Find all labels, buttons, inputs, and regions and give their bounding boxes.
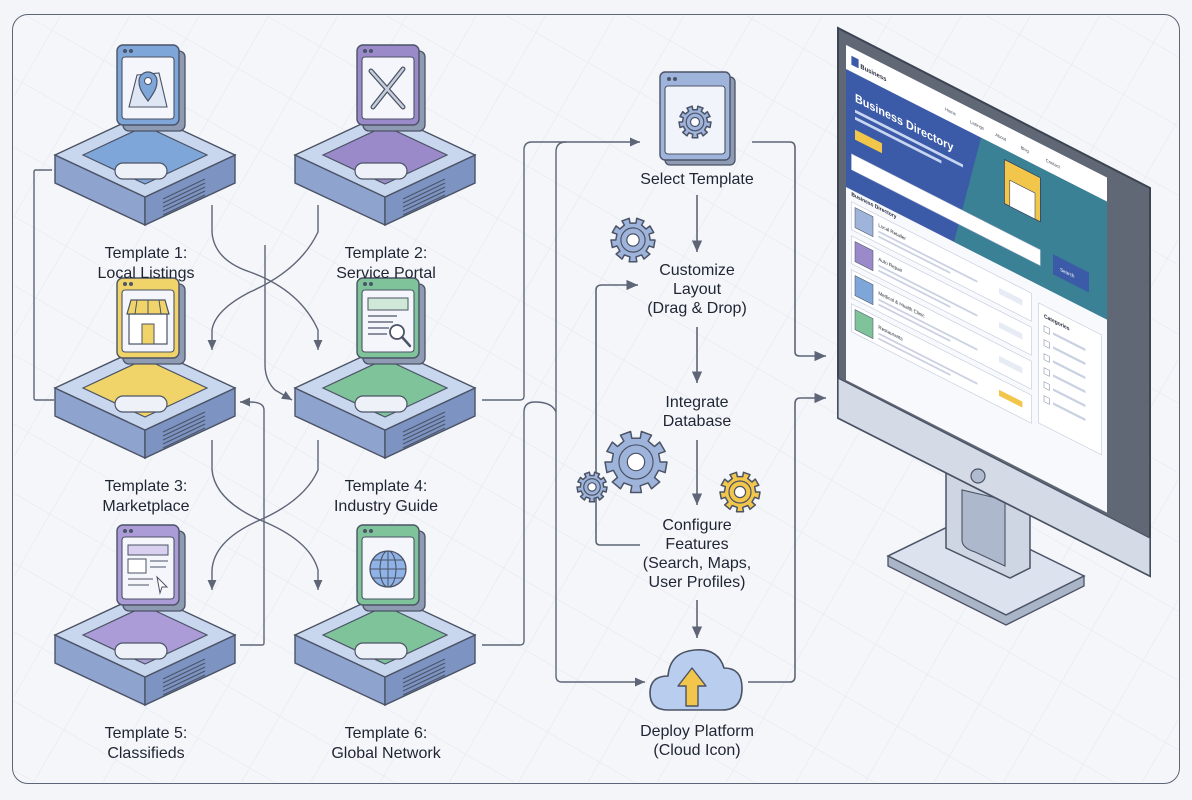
step-deploy-platform: Deploy Platform (Cloud Icon) (597, 722, 797, 760)
template-2-label: Template 2: Service Portal (286, 244, 486, 284)
step-integrate-line-1: Integrate (665, 394, 729, 411)
template-6-box (293, 524, 477, 707)
connector-t5-t3 (240, 397, 265, 646)
monitor-chin (837, 376, 1151, 578)
template-box-slot (354, 642, 408, 660)
template-2-number: Template 2: (344, 245, 428, 262)
listing-thumb (854, 275, 874, 306)
template-4-label: Template 4: Industry Guide (286, 477, 486, 517)
step-configure-line-2: Features (665, 536, 729, 553)
template-4-box (293, 277, 477, 460)
screen-nav-item: Blog (1021, 145, 1030, 154)
step-select-template: Select Template (597, 170, 797, 189)
template-1-label: Template 1: Local Listings (46, 244, 246, 284)
screen-nav-item: Home (945, 106, 956, 117)
template-box-slot (114, 395, 168, 413)
connector-t4-t5 (207, 440, 319, 590)
wrench-screwdriver-icon (356, 44, 426, 132)
template-2-name: Service Portal (336, 265, 436, 282)
template-1-name: Local Listings (97, 265, 195, 282)
step-customize-line-1: Customize (659, 262, 735, 279)
document-search-icon (356, 277, 426, 365)
template-5-box (53, 524, 237, 707)
template-1-box (53, 44, 237, 227)
connector-t1-t4 (211, 205, 323, 350)
template-3-box (53, 277, 237, 460)
step-configure-features: Configure Features (Search, Maps, User P… (597, 516, 797, 592)
template-4-number: Template 4: (344, 478, 428, 495)
template-6-name: Global Network (331, 745, 441, 762)
brand-logo-icon (851, 55, 859, 69)
connector-t4-select (482, 137, 640, 401)
connector-t6-deploy (482, 401, 645, 687)
screen-search-bar (851, 153, 1041, 267)
template-5-label: Template 5: Classifieds (46, 724, 246, 764)
listing-card: Auto Repair (851, 235, 1032, 356)
step-integrate-line-2: Database (662, 413, 732, 430)
gears-icon (604, 430, 668, 494)
cloud-upload-icon (649, 649, 743, 711)
template-box-slot (354, 162, 408, 180)
template-6-label: Template 6: Global Network (286, 724, 486, 764)
listing-card: Local Retailer (851, 201, 1032, 322)
template-5-number: Template 5: (104, 725, 188, 742)
template-box-slot (354, 395, 408, 413)
template-2-box (293, 44, 477, 227)
template-5-name: Classifieds (107, 745, 185, 762)
step-configure-line-1: Configure (662, 517, 732, 534)
power-button (970, 468, 986, 484)
template-connectors (33, 137, 645, 687)
connector-t1-t4-side (264, 245, 293, 401)
template-4-name: Industry Guide (333, 498, 439, 515)
window-gear-icon (678, 105, 712, 139)
hero-search-button (1053, 254, 1090, 293)
step-deploy-line-2: (Cloud Icon) (653, 742, 741, 759)
listing-thumb (854, 207, 874, 238)
small-gear-icon (576, 471, 608, 503)
template-3-name: Marketplace (102, 498, 190, 515)
template-box-slot (114, 162, 168, 180)
step-customize-line-2: Layout (672, 281, 722, 298)
storefront-icon (116, 277, 186, 365)
template-6-number: Template 6: (344, 725, 428, 742)
globe-icon (356, 524, 426, 612)
step-configure-line-3: (Search, Maps, (642, 555, 752, 572)
connector-t1-t3 (33, 169, 54, 401)
step-deploy-line-1: Deploy Platform (640, 723, 754, 740)
connector-t2-t3 (207, 205, 319, 350)
listing-card: Medical & Health Clinic (851, 269, 1032, 390)
template-3-number: Template 3: (104, 478, 188, 495)
screen-sidebar: Categories (1038, 302, 1102, 456)
listing-card: Restaurants (851, 303, 1032, 424)
yellow-gear-icon (719, 471, 761, 513)
template-3-label: Template 3: Marketplace (46, 477, 246, 517)
step-customize-layout: Customize Layout (Drag & Drop) (597, 261, 797, 318)
screen-navbar (846, 45, 1108, 202)
gear-icon (610, 217, 656, 263)
step-customize-line-3: (Drag & Drop) (647, 300, 747, 317)
connector-branch (555, 141, 567, 412)
flow-arrows (595, 141, 826, 683)
settings-window-icon (659, 71, 736, 166)
template-box-slot (114, 642, 168, 660)
hero-cta (855, 129, 883, 154)
template-1-number: Template 1: (104, 245, 188, 262)
listing-thumb (854, 241, 874, 272)
screen-nav-item: About (995, 132, 1006, 143)
map-pin-icon (116, 44, 186, 132)
step-integrate-database: Integrate Database (597, 393, 797, 431)
step-select-line-1: Select Template (640, 171, 754, 188)
listing-thumb (854, 309, 874, 340)
classified-ad-icon (116, 524, 186, 612)
step-configure-line-4: User Profiles) (648, 574, 746, 591)
